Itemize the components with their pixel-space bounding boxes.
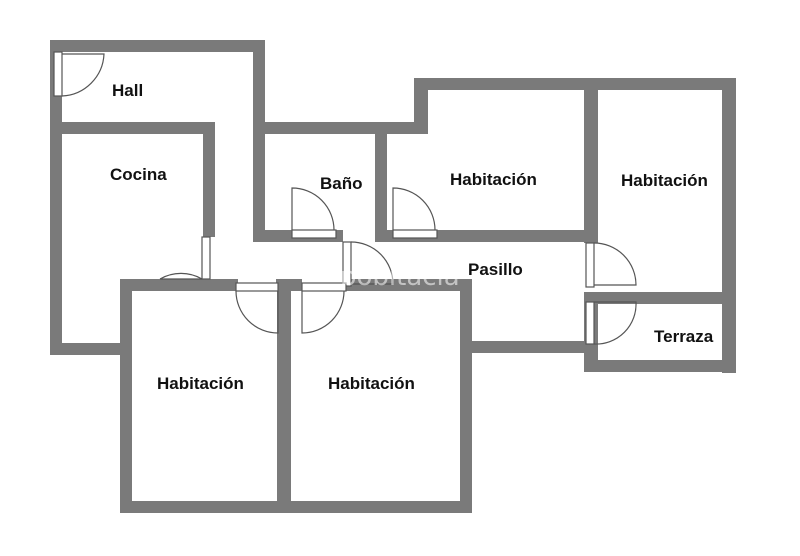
door-swing-icon — [301, 282, 347, 334]
walls — [50, 40, 736, 513]
door-swing-icon — [235, 282, 279, 334]
room-label-pasillo: Pasillo — [468, 260, 523, 279]
door-swing-icon — [585, 301, 637, 345]
room-label-habitacion-4: Habitación — [328, 374, 415, 393]
room-label-habitacion-2: Habitación — [621, 171, 708, 190]
room-label-cocina: Cocina — [110, 165, 167, 184]
watermark: pobitacia — [340, 262, 460, 292]
door-swing-icon — [53, 51, 105, 97]
door-swing-icon — [392, 187, 438, 239]
room-label-bano: Baño — [320, 174, 363, 193]
door-swing-icon — [342, 241, 394, 287]
door-swing-icon — [585, 242, 637, 288]
room-labels: Hall Cocina Baño Habitación Habitación P… — [110, 81, 714, 393]
room-label-hall: Hall — [112, 81, 143, 100]
room-label-terraza: Terraza — [654, 327, 714, 346]
room-label-habitacion-3: Habitación — [157, 374, 244, 393]
doors — [53, 51, 637, 345]
door-swing-icon — [291, 187, 337, 239]
door-swing-icon — [159, 236, 211, 280]
room-label-habitacion-1: Habitación — [450, 170, 537, 189]
